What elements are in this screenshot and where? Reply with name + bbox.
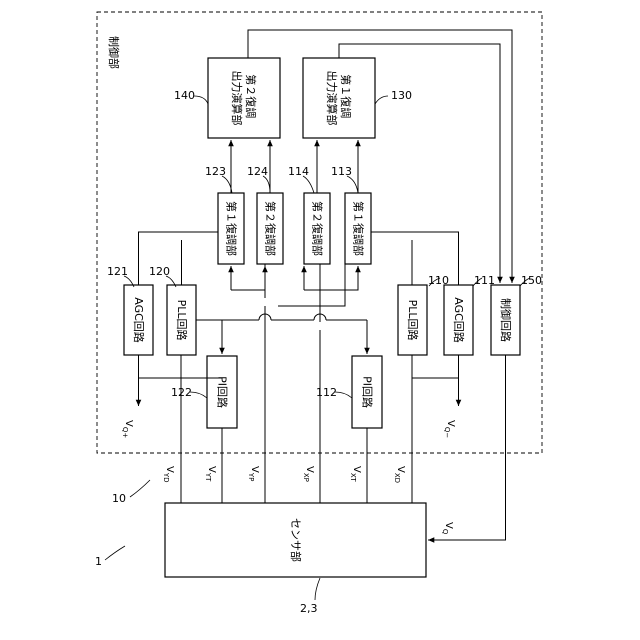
ref-sensor: 2,3: [300, 602, 318, 615]
svg-text:VQ−: VQ−: [443, 420, 456, 438]
figure-ref: 1: [95, 555, 102, 568]
block-112-label: PI回路: [361, 376, 374, 408]
svg-text:VYT: VYT: [204, 466, 217, 482]
block-124-label: 第２復調部: [264, 201, 278, 256]
block-120-label: PLL回路: [175, 300, 188, 341]
block-150-label: 制御回路: [499, 298, 513, 342]
svg-text:VXT: VXT: [349, 466, 362, 483]
ref-122: 122: [171, 386, 192, 399]
signal-vq-minus: VQ−: [443, 420, 456, 438]
ref-110: 110: [428, 274, 449, 287]
block-113-label: 第１復調部: [352, 201, 366, 256]
ref-123: 123: [205, 165, 226, 178]
svg-text:VYD: VYD: [162, 466, 175, 483]
ref-113: 113: [331, 165, 352, 178]
signal-vxd: VXD: [393, 466, 406, 483]
ref-124: 124: [247, 165, 268, 178]
signal-vxt: VXT: [349, 466, 362, 483]
sensor-block-label: センサ部: [289, 518, 303, 562]
signal-vyp: VYP: [247, 466, 260, 481]
ref-control-unit: 10: [112, 492, 126, 505]
ref-111: 111: [474, 274, 495, 287]
svg-text:VXD: VXD: [393, 466, 406, 483]
signal-vq-plus: VQ+: [121, 420, 134, 438]
svg-text:VXP: VXP: [302, 466, 315, 482]
signal-vq: VQ: [441, 522, 454, 535]
ref-120: 120: [149, 265, 170, 278]
svg-text:VQ+: VQ+: [121, 420, 134, 438]
svg-text:VYP: VYP: [247, 466, 260, 481]
block-121-label: AGC回路: [132, 297, 145, 343]
ref-121: 121: [107, 265, 128, 278]
control-unit-label: 制御部: [107, 36, 121, 69]
ref-140: 140: [174, 89, 195, 102]
block-122-label: PI回路: [216, 376, 229, 408]
block-114-label: 第２復調部: [311, 201, 325, 256]
ref-112: 112: [316, 386, 337, 399]
block-110-label: PLL回路: [406, 300, 419, 341]
ref-114: 114: [288, 165, 309, 178]
signal-vyd: VYD: [162, 466, 175, 483]
signal-vxp: VXP: [302, 466, 315, 482]
ref-130: 130: [391, 89, 412, 102]
signal-vyt: VYT: [204, 466, 217, 482]
block-123-label: 第１復調部: [225, 201, 239, 256]
block-111-label: AGC回路: [452, 297, 465, 343]
svg-text:VQ: VQ: [441, 522, 454, 535]
ref-150: 150: [521, 274, 542, 287]
